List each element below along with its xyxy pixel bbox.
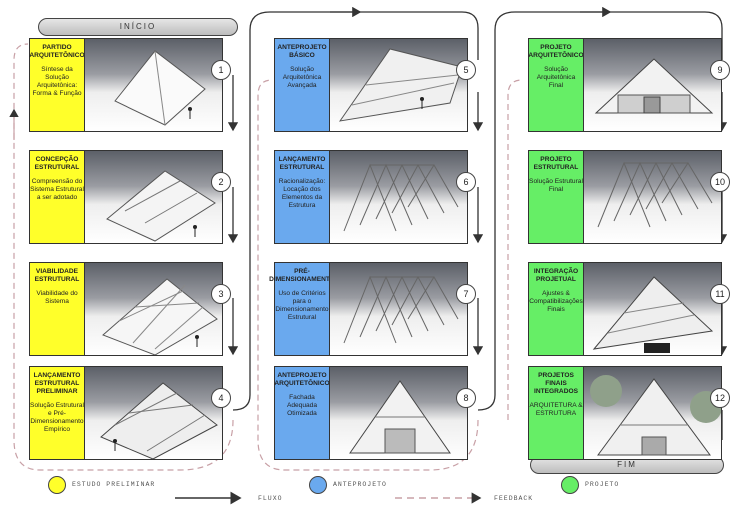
stage-label-2: CONCEPÇÃO ESTRUTURAL Compreensão do Siste…: [29, 150, 85, 244]
stage-title-1: PARTIDO ARQUITETÔNICO: [29, 44, 85, 59]
rafters-icon: [583, 150, 722, 244]
stage-card-12: PROJETOS FINAIS INTEGRADOS ARQUITETURA & …: [528, 366, 730, 460]
legend-dot-anteprojeto: [309, 476, 327, 494]
stage-number-9: 9: [710, 60, 730, 80]
stage-card-11: INTEGRAÇÃO PROJETUAL Ajustes & Compatibil…: [528, 262, 730, 356]
stage-title-8: ANTEPROJETO ARQUITETÔNICO: [274, 372, 330, 387]
stage-number-6: 6: [456, 172, 476, 192]
stage-title-12: PROJETOS FINAIS INTEGRADOS: [534, 372, 578, 395]
stage-card-1: PARTIDO ARQUITETÔNICO Síntese da Solução …: [29, 38, 231, 132]
stage-desc-4: Solução Estrutural e Pré-Dimensionamento…: [30, 402, 84, 433]
tent-roof-icon: [84, 38, 223, 132]
stage-label-12: PROJETOS FINAIS INTEGRADOS ARQUITETURA & …: [528, 366, 584, 460]
stage-title-2: CONCEPÇÃO ESTRUTURAL: [34, 156, 80, 171]
legend-label-projeto: PROJETO: [585, 481, 620, 488]
stage-label-1: PARTIDO ARQUITETÔNICO Síntese da Solução …: [29, 38, 85, 132]
start-pill: INÍCIO: [38, 18, 238, 36]
stage-desc-6: Racionalização: Locação dos Elementos da…: [278, 178, 326, 209]
stage-label-5: ANTEPROJETO BÁSICO Solução Arquitetônica …: [274, 38, 330, 132]
legend-label-fluxo: FLUXO: [258, 495, 283, 502]
stage-number-2: 2: [211, 172, 231, 192]
stage-desc-7: Uso de Critérios para o Dimensionamento …: [275, 290, 329, 321]
stage-card-2: CONCEPÇÃO ESTRUTURAL Compreensão do Siste…: [29, 150, 231, 244]
stage-label-9: PROJETO ARQUITETÔNICO Solução Arquitetôni…: [528, 38, 584, 132]
stage-title-9: PROJETO ARQUITETÔNICO: [528, 44, 584, 59]
structure-roof-icon: [84, 366, 223, 460]
stage-desc-10: Solução Estrutural Final: [529, 178, 583, 193]
stage-desc-8: Fachada Adequada Otimizada: [286, 394, 318, 417]
stage-desc-3: Viabilidade do Sistema: [36, 290, 78, 305]
end-label: FIM: [617, 460, 637, 469]
facade-icon: [329, 366, 468, 460]
stage-desc-9: Solução Arquitetônica Final: [536, 66, 576, 89]
legend-label-estudo: ESTUDO PRELIMINAR: [72, 481, 156, 488]
legend-dot-estudo: [48, 476, 66, 494]
stage-number-11: 11: [710, 284, 730, 304]
stage-desc-1: Síntese da Solução Arquitetônica: Forma …: [32, 66, 82, 97]
long-roof-icon: [329, 38, 468, 132]
stage-number-5: 5: [456, 60, 476, 80]
stage-number-1: 1: [211, 60, 231, 80]
stage-title-11: INTEGRAÇÃO PROJETUAL: [533, 268, 579, 283]
stage-label-4: LANÇAMENTO ESTRUTURAL PRELIMINAR Solução …: [29, 366, 85, 460]
stage-number-12: 12: [710, 388, 730, 408]
final-building-icon: [583, 366, 722, 460]
stage-card-7: PRÉ-DIMENSIONAMENTO Uso de Critérios para…: [269, 262, 476, 356]
stage-number-8: 8: [456, 388, 476, 408]
stage-card-5: ANTEPROJETO BÁSICO Solução Arquitetônica …: [274, 38, 476, 132]
stage-card-8: ANTEPROJETO ARQUITETÔNICO Fachada Adequad…: [274, 366, 476, 460]
legend-label-feedback: FEEDBACK: [494, 495, 534, 502]
legend-label-anteprojeto: ANTEPROJETO: [333, 481, 387, 488]
stage-card-3: VIABILIDADE ESTRUTURAL Viabilidade do Sis…: [29, 262, 231, 356]
stage-label-6: LANÇAMENTO ESTRUTURAL Racionalização: Loc…: [274, 150, 330, 244]
grid-roof-icon: [84, 262, 223, 356]
stage-label-11: INTEGRAÇÃO PROJETUAL Ajustes & Compatibil…: [528, 262, 584, 356]
rafters-icon: [329, 262, 468, 356]
stage-number-10: 10: [710, 172, 730, 192]
stage-desc-2: Compreensão do Sistema Estrutural a ser …: [30, 178, 84, 201]
stage-label-10: PROJETO ESTRUTURAL Solução Estrutural Fin…: [528, 150, 584, 244]
stage-card-9: PROJETO ARQUITETÔNICO Solução Arquitetôni…: [528, 38, 730, 132]
stage-label-3: VIABILIDADE ESTRUTURAL Viabilidade do Sis…: [29, 262, 85, 356]
stage-title-5: ANTEPROJETO BÁSICO: [277, 44, 327, 59]
integrated-roof-icon: [583, 262, 722, 356]
stage-title-10: PROJETO ESTRUTURAL: [533, 156, 579, 171]
rafters-icon: [329, 150, 468, 244]
house-facade-icon: [583, 38, 722, 132]
legend-dot-projeto: [561, 476, 579, 494]
stage-number-4: 4: [211, 388, 231, 408]
stage-card-10: PROJETO ESTRUTURAL Solução Estrutural Fin…: [528, 150, 730, 244]
stage-label-7: PRÉ-DIMENSIONAMENTO Uso de Critérios para…: [269, 262, 335, 356]
stage-desc-5: Solução Arquitetônica Avançada: [282, 66, 322, 89]
stage-title-7: PRÉ-DIMENSIONAMENTO: [269, 268, 335, 283]
stage-title-6: LANÇAMENTO ESTRUTURAL: [278, 156, 326, 171]
frame-roof-icon: [84, 150, 223, 244]
stage-number-3: 3: [211, 284, 231, 304]
start-label: INÍCIO: [119, 22, 157, 31]
stage-number-7: 7: [456, 284, 476, 304]
stage-title-3: VIABILIDADE ESTRUTURAL: [34, 268, 80, 283]
stage-desc-11: Ajustes & Compatibilizações Finais: [529, 290, 583, 313]
stage-desc-12: ARQUITETURA & ESTRUTURA: [529, 402, 583, 417]
stage-card-4: LANÇAMENTO ESTRUTURAL PRELIMINAR Solução …: [29, 366, 231, 460]
stage-label-8: ANTEPROJETO ARQUITETÔNICO Fachada Adequad…: [274, 366, 330, 460]
stage-card-6: LANÇAMENTO ESTRUTURAL Racionalização: Loc…: [274, 150, 476, 244]
stage-title-4: LANÇAMENTO ESTRUTURAL PRELIMINAR: [33, 372, 81, 395]
